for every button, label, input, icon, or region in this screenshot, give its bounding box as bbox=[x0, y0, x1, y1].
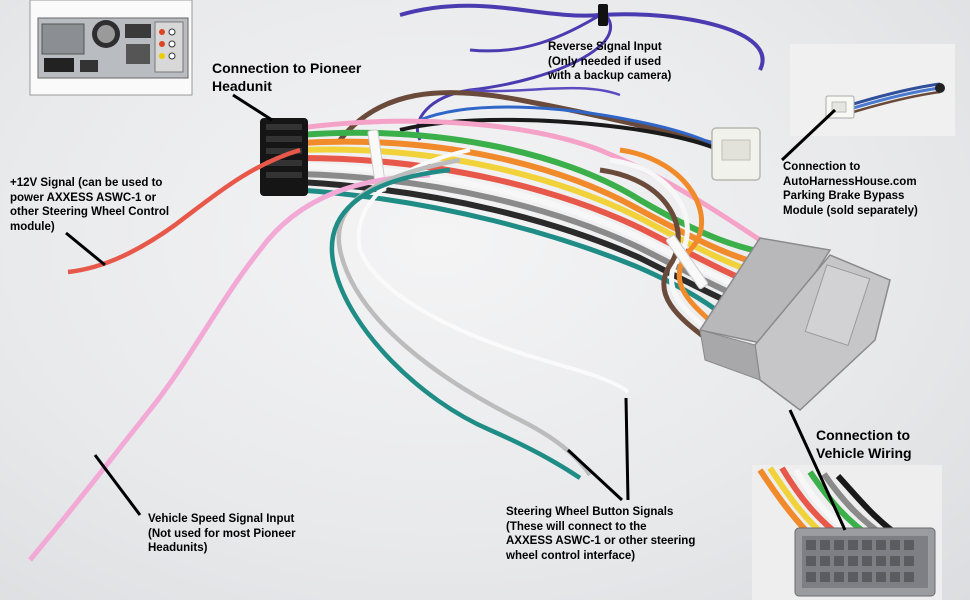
wire-brown bbox=[338, 90, 731, 151]
leader-vehicle bbox=[788, 409, 847, 531]
leader-swc-2 bbox=[566, 448, 624, 502]
wire-blue bbox=[419, 105, 731, 154]
label-reverse-signal: Reverse Signal Input (Only needed if use… bbox=[548, 41, 672, 83]
vehicle-plug bbox=[698, 237, 891, 411]
vehicle-plug-inset-photo bbox=[752, 465, 942, 600]
bypass-inset-photo bbox=[790, 44, 955, 136]
leader-speed bbox=[93, 454, 142, 516]
wire-pink bbox=[28, 172, 431, 562]
headunit-inset-photo bbox=[29, 0, 193, 96]
label-12v-signal: +12V Signal (can be used to power AXXESS… bbox=[10, 177, 170, 234]
label-parking-brake-bypass: Connection to AutoHarnessHouse.com Parki… bbox=[783, 161, 918, 218]
label-vehicle-wiring: Connection to Vehicle Wiring bbox=[816, 427, 912, 461]
label-steering-wheel-signals: Steering Wheel Button Signals (These wil… bbox=[506, 506, 696, 563]
label-vehicle-speed: Vehicle Speed Signal Input (Not used for… bbox=[148, 513, 296, 555]
leader-swc-1 bbox=[624, 397, 630, 501]
label-pioneer-headunit: Connection to Pioneer Headunit bbox=[212, 60, 362, 94]
bypass-plug bbox=[711, 127, 761, 181]
leader-12v bbox=[65, 231, 106, 267]
main-wire-bundle bbox=[299, 118, 781, 342]
leader-pioneer bbox=[232, 93, 273, 122]
leader-bypass bbox=[780, 108, 837, 162]
wire-teal bbox=[329, 167, 582, 480]
wire-purple bbox=[399, 3, 765, 141]
leader-lines bbox=[65, 93, 847, 531]
